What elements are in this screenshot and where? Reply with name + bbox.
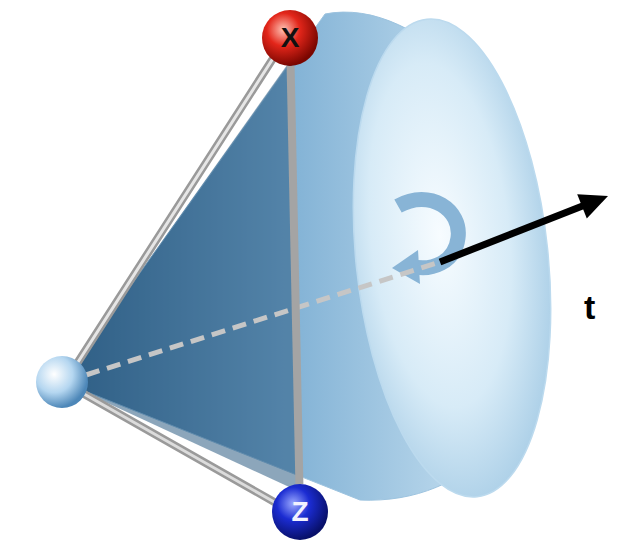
cone-shadow-face	[62, 58, 300, 492]
axis-dashed-line	[86, 262, 440, 375]
bond-line	[291, 66, 300, 484]
rotation-arrow-head	[392, 250, 420, 284]
axis-vector	[440, 205, 585, 262]
apex-x-bond	[78, 60, 272, 362]
apex-sphere	[36, 356, 88, 408]
atom-label: Z	[272, 484, 328, 540]
atom-sphere: X	[262, 10, 318, 66]
apex-z-bond	[84, 394, 276, 503]
sphere-fill	[262, 10, 318, 66]
apex-z-bond-highlight	[84, 394, 276, 503]
apex-x-bond-highlight	[78, 60, 272, 362]
atom-sphere: Z	[272, 484, 328, 540]
axis-vector-head	[577, 194, 608, 218]
atom-label: X	[262, 10, 318, 66]
vector-label: t	[584, 290, 595, 324]
sphere-fill	[272, 484, 328, 540]
